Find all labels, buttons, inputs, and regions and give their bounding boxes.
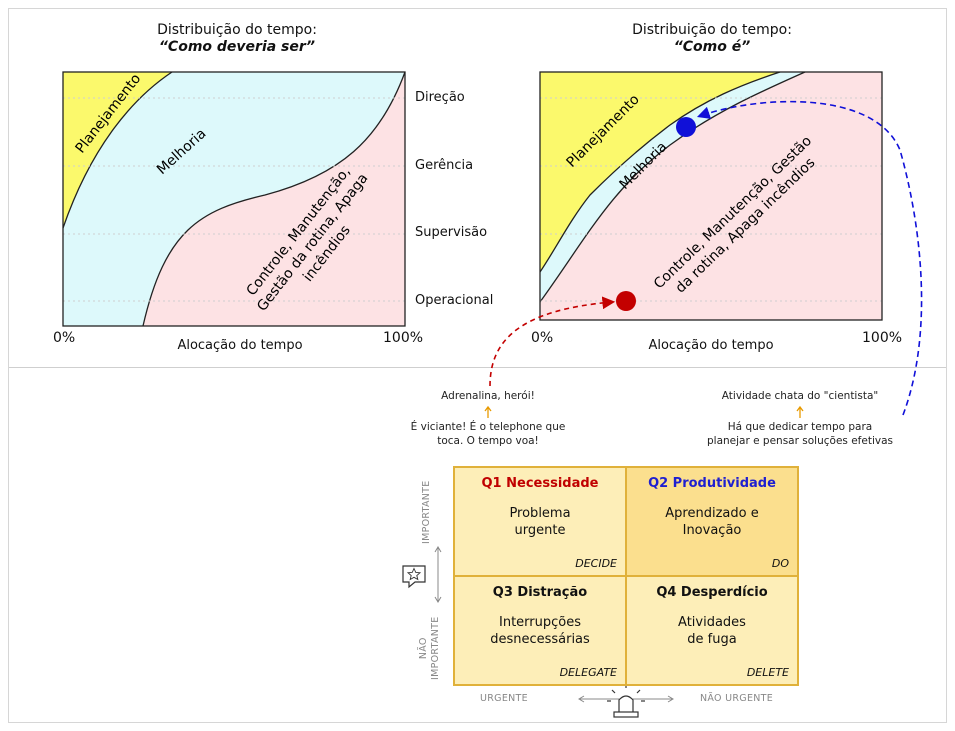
- blue-dashed-arrow: [696, 100, 923, 416]
- q1-title: Q1 Necessidade: [481, 476, 599, 491]
- eisenhower-matrix: Q1 Necessidade Problema urgente DECIDE Q…: [453, 466, 799, 686]
- q3-body-line1: Interrupções: [499, 615, 581, 630]
- right-planejamento-boundary: [539, 71, 781, 273]
- level-gerencia: Gerência: [415, 158, 474, 173]
- left-x-label: Alocação do tempo: [177, 338, 303, 353]
- left-chart-border: [62, 71, 406, 327]
- annotation-adrenalina: Adrenalina, herói!: [441, 390, 535, 402]
- quadrant-q2: Q2 Produtividade Aprendizado e Inovação …: [626, 467, 798, 576]
- right-planejamento-area: [540, 72, 780, 272]
- q3-action: DELEGATE: [559, 666, 617, 679]
- left-melhoria-area: [63, 72, 405, 326]
- q4-title: Q4 Desperdício: [656, 585, 768, 600]
- axis-nao-importante-line1: NÃO: [418, 637, 429, 660]
- axis-nao-importante: NÃO IMPORTANTE: [418, 616, 442, 680]
- star-bubble-icon: [402, 565, 426, 589]
- q2-body-line1: Aprendizado e: [665, 506, 759, 521]
- q4-action: DELETE: [746, 666, 789, 679]
- right-chart-title-line2: “Como é”: [673, 39, 751, 55]
- q3-title: Q3 Distração: [492, 585, 588, 600]
- q4-body: Atividades de fuga: [627, 614, 797, 648]
- q1-action: DECIDE: [575, 557, 617, 570]
- importance-axis-arrows: [434, 546, 442, 603]
- right-chart-title-line1: Distribuição do tempo:: [632, 22, 792, 38]
- annotation-viciante: É viciante! É o telephone que toca. O te…: [398, 420, 578, 448]
- q1-body-line2: urgente: [514, 523, 566, 538]
- right-annotation-up-arrow: [796, 405, 804, 418]
- annotation-viciante-line1: É viciante! É o telephone que: [410, 421, 566, 433]
- annotation-cientista: Atividade chata do "cientista": [721, 390, 879, 402]
- level-direcao: Direção: [415, 90, 465, 105]
- q2-body: Aprendizado e Inovação: [627, 505, 797, 539]
- right-x-start: 0%: [531, 330, 554, 346]
- left-planejamento-area: [63, 72, 172, 228]
- section-divider: [9, 367, 946, 368]
- left-x-start: 0%: [53, 330, 76, 346]
- q2-title: Q2 Produtividade: [648, 476, 776, 491]
- axis-nao-importante-line2: IMPORTANTE: [430, 616, 441, 680]
- q1-body-line1: Problema: [509, 506, 571, 521]
- quadrant-q1: Q1 Necessidade Problema urgente DECIDE: [454, 467, 626, 576]
- q4-body-line2: de fuga: [687, 632, 737, 647]
- siren-icon: [607, 684, 645, 718]
- blue-marker: [676, 117, 696, 137]
- axis-nao-urgente: NÃO URGENTE: [700, 693, 774, 704]
- level-operacional: Operacional: [415, 293, 494, 308]
- left-annotation-up-arrow: [484, 405, 492, 418]
- left-melhoria-boundary: [142, 71, 406, 327]
- red-marker: [616, 291, 636, 311]
- left-chart: Planejamento Melhoria Controle, Manutenç…: [62, 71, 406, 327]
- q2-action: DO: [771, 557, 789, 570]
- q3-body: Interrupções desnecessárias: [455, 614, 625, 648]
- quadrant-q4: Q4 Desperdício Atividades de fuga DELETE: [626, 576, 798, 685]
- right-chart: Planejamento Melhoria Controle, Manutenç…: [539, 71, 883, 321]
- urgency-axis-arrows: [578, 695, 674, 703]
- annotation-viciante-line2: toca. O tempo voa!: [437, 435, 539, 447]
- annotation-dedicar-line1: Há que dedicar tempo para: [727, 421, 873, 433]
- left-chart-title-line2: “Como deveria ser”: [158, 39, 316, 55]
- left-planejamento-boundary: [62, 71, 173, 229]
- left-chart-title-line1: Distribuição do tempo:: [157, 22, 317, 38]
- q3-body-line2: desnecessárias: [490, 632, 590, 647]
- axis-urgente: URGENTE: [480, 693, 528, 704]
- right-x-end: 100%: [862, 330, 903, 346]
- figure-frame: [8, 8, 947, 723]
- quadrant-q3: Q3 Distração Interrupções desnecessárias…: [454, 576, 626, 685]
- annotation-dedicar: Há que dedicar tempo para planejar e pen…: [690, 420, 910, 448]
- left-x-end: 100%: [383, 330, 424, 346]
- right-chart-border: [539, 71, 883, 321]
- red-dashed-arrow: [489, 296, 616, 387]
- q1-body: Problema urgente: [455, 505, 625, 539]
- q2-body-line2: Inovação: [682, 523, 742, 538]
- right-x-label: Alocação do tempo: [648, 338, 774, 353]
- right-melhoria-boundary: [539, 71, 806, 303]
- right-chart-title: Distribuição do tempo: “Como é”: [587, 22, 837, 56]
- axis-importante: IMPORTANTE: [421, 480, 432, 544]
- annotation-dedicar-line2: planejar e pensar soluções efetivas: [707, 435, 893, 447]
- level-supervisao: Supervisão: [415, 225, 488, 240]
- left-chart-title: Distribuição do tempo: “Como deveria ser…: [112, 22, 362, 56]
- q4-body-line1: Atividades: [678, 615, 746, 630]
